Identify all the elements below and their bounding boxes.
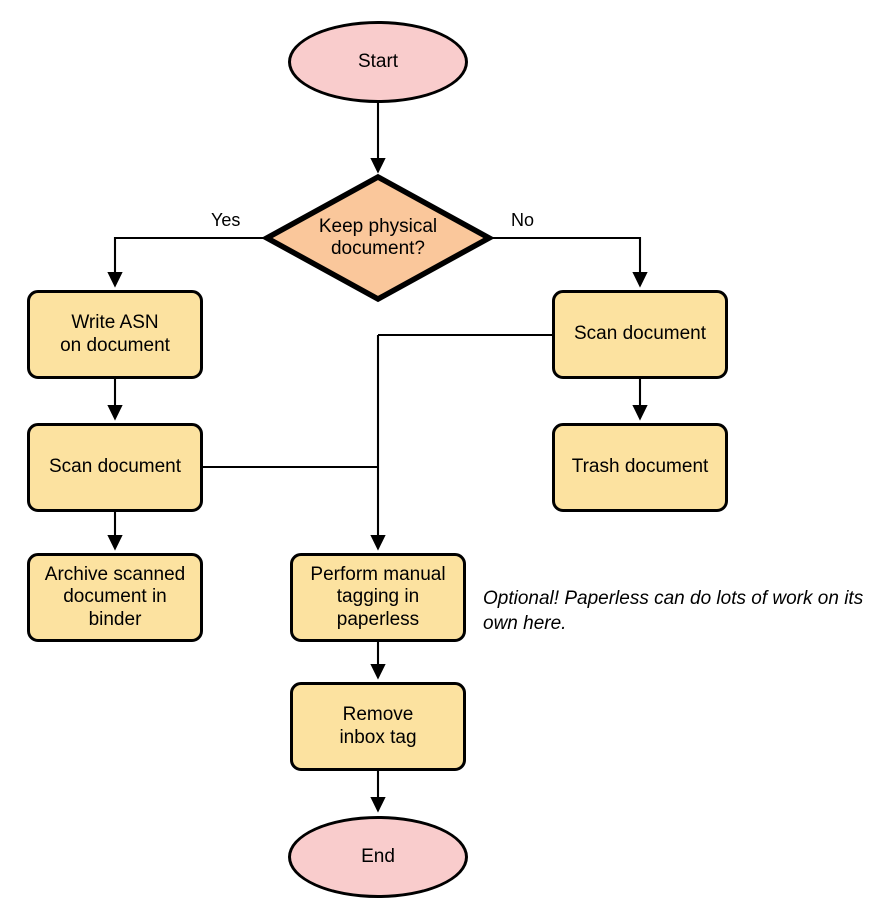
node-scan-document-left[interactable]: Scan document xyxy=(27,423,203,512)
node-end-label: End xyxy=(361,845,395,867)
node-write-asn-label-line1: Write ASN xyxy=(71,312,159,334)
node-scan-document-left-label: Scan document xyxy=(48,456,182,478)
node-decision-keep-physical-document[interactable]: Keep physical document? xyxy=(263,173,493,303)
node-tagging-label-line1: Perform manual xyxy=(310,564,446,586)
node-start[interactable]: Start xyxy=(288,21,468,103)
node-scan-document-right[interactable]: Scan document xyxy=(552,290,728,379)
node-archive-label-line1: Archive scanned xyxy=(44,564,186,586)
diamond-shape xyxy=(263,173,493,303)
node-trash-document[interactable]: Trash document xyxy=(552,423,728,512)
node-archive-label-line2: document in xyxy=(63,586,167,608)
node-write-asn-on-document[interactable]: Write ASN on document xyxy=(27,290,203,379)
node-scan-document-right-label: Scan document xyxy=(573,323,707,345)
node-end[interactable]: End xyxy=(288,816,468,898)
node-remove-inbox-label-line2: inbox tag xyxy=(339,726,417,748)
edge-label-no: No xyxy=(511,210,535,230)
node-write-asn-label: Write ASN on document xyxy=(60,312,170,356)
node-tagging-label-line3: paperless xyxy=(336,608,420,630)
node-trash-document-label: Trash document xyxy=(571,456,709,478)
node-start-label: Start xyxy=(357,50,399,72)
edge-label-yes: Yes xyxy=(211,210,241,230)
node-tagging-label-line2: tagging in xyxy=(336,586,420,608)
node-tagging-label: Perform manual tagging in paperless xyxy=(310,564,445,631)
node-archive-label: Archive scanned document in binder xyxy=(45,564,185,631)
node-perform-manual-tagging-in-paperless[interactable]: Perform manual tagging in paperless xyxy=(290,553,466,642)
node-remove-inbox-label-line1: Remove xyxy=(342,704,414,726)
node-remove-inbox-label: Remove inbox tag xyxy=(339,704,416,748)
edge-decision-yes-to-write-asn xyxy=(107,236,264,288)
node-remove-inbox-tag[interactable]: Remove inbox tag xyxy=(290,682,466,771)
node-write-asn-label-line2: on document xyxy=(60,334,170,356)
node-archive-label-line3: binder xyxy=(88,608,142,630)
edge-decision-no-to-scan-right xyxy=(492,236,648,288)
annotation-optional-note: Optional! Paperless can do lots of work … xyxy=(483,588,864,635)
node-archive-scanned-document-in-binder[interactable]: Archive scanned document in binder xyxy=(27,553,203,642)
